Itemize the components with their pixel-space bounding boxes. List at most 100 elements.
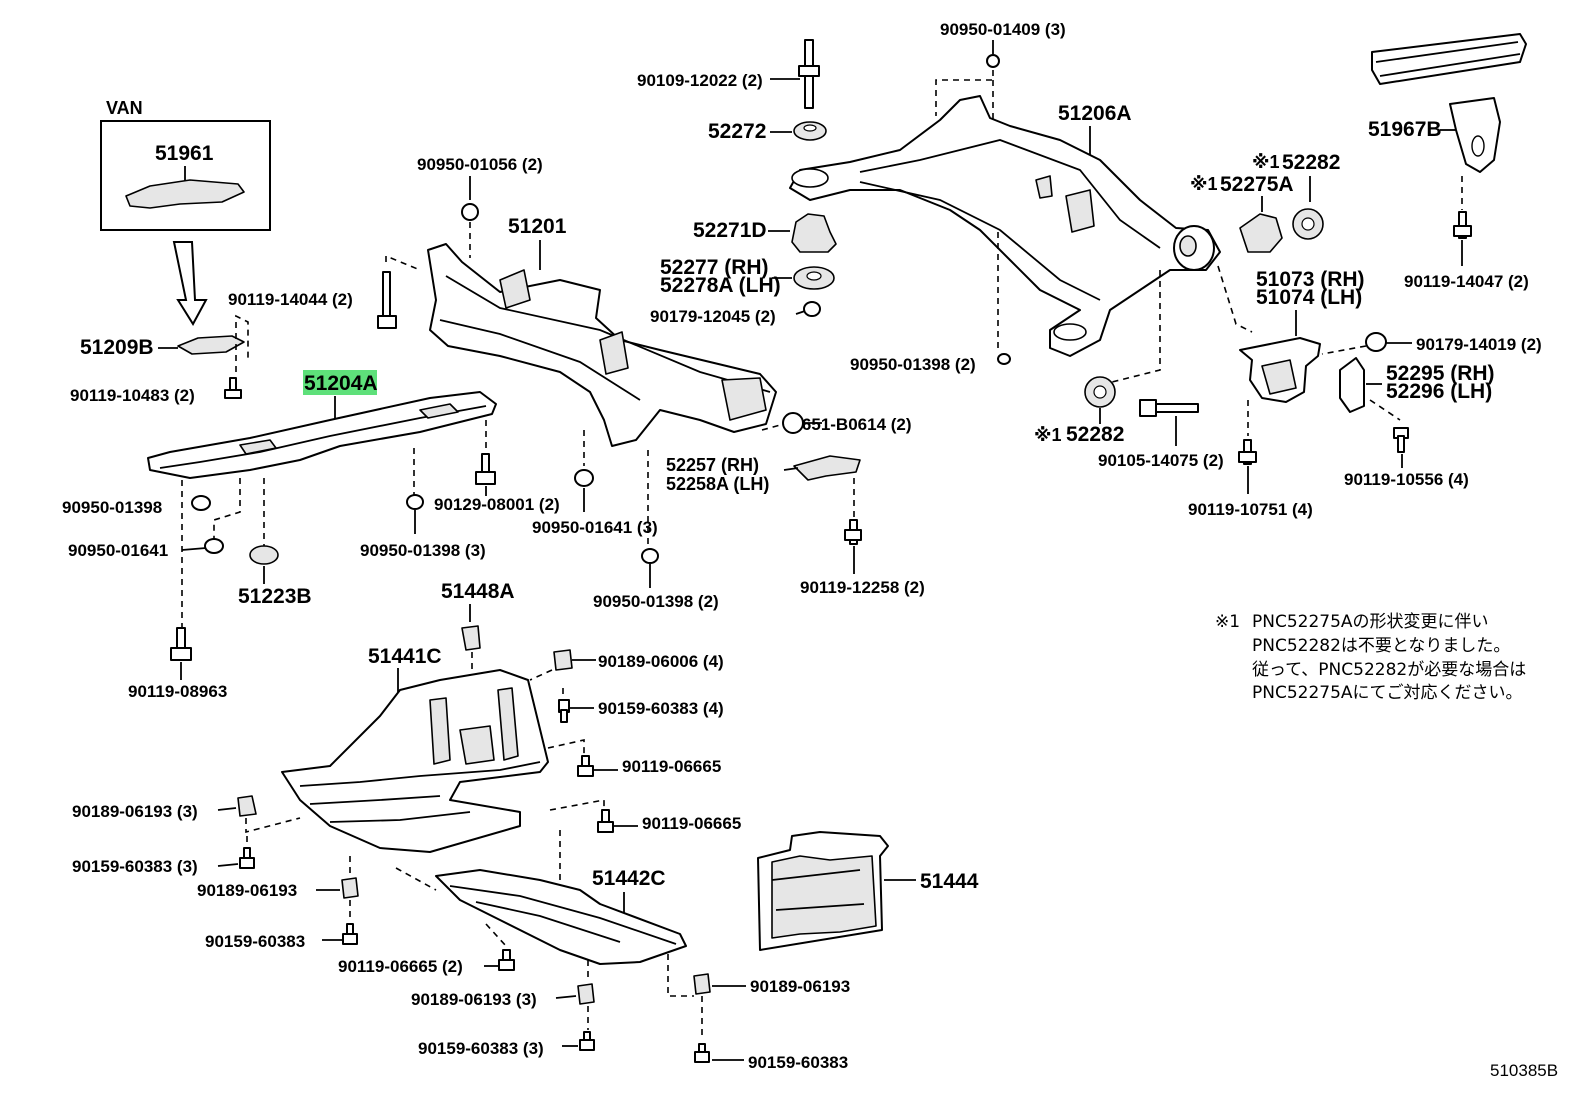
part-90179-14019-label[interactable]: 90179-14019 (2)	[1416, 335, 1542, 354]
nut-90950-01398-c	[406, 494, 424, 510]
part-90159-60383-d-label[interactable]: 90159-60383 (3)	[418, 1039, 544, 1058]
part-51967B-label[interactable]: 51967B	[1368, 118, 1442, 141]
part-51961-label[interactable]: 51961	[155, 142, 214, 165]
bolt-90119-14044	[377, 271, 397, 329]
part-51206A-shape	[789, 95, 1221, 357]
part-52295-label[interactable]: 52295 (RH)	[1386, 362, 1495, 385]
part-90950-01056-label[interactable]: 90950-01056 (2)	[417, 155, 543, 174]
part-51441C-shape	[281, 669, 549, 853]
bolt-90159-60383-b	[239, 847, 255, 869]
part-90189-06193-d-label[interactable]: 90189-06193	[750, 977, 850, 996]
part-90119-08963-label[interactable]: 90119-08963	[128, 682, 227, 701]
part-90159-60383-c-label[interactable]: 90159-60383	[205, 932, 305, 951]
note-line2: PNC52282は不要となりました。	[1252, 636, 1510, 656]
part-91651-B0614-label[interactable]: 91651-B0614 (2)	[783, 415, 912, 434]
part-51442C-label[interactable]: 51442C	[592, 867, 666, 890]
part-51209B-label[interactable]: 51209B	[80, 336, 154, 359]
part-51967B-shape	[1449, 97, 1501, 173]
part-52282-top-label[interactable]: 52282	[1282, 151, 1340, 174]
part-52271D-label[interactable]: 52271D	[693, 219, 767, 242]
part-90950-01641-b-label[interactable]: 90950-01641	[68, 541, 168, 560]
part-52296-label[interactable]: 52296 (LH)	[1386, 380, 1492, 403]
part-90179-12045-label[interactable]: 90179-12045 (2)	[650, 307, 776, 326]
part-90189-06006-label[interactable]: 90189-06006 (4)	[598, 652, 724, 671]
diagram-code: 510385B	[1490, 1061, 1558, 1080]
part-90129-08001-label[interactable]: 90129-08001 (2)	[434, 495, 560, 514]
part-90950-01398-c-label[interactable]: 90950-01398 (3)	[360, 541, 486, 560]
clip-91651-B0614	[782, 412, 804, 434]
part-51448A-label[interactable]: 51448A	[441, 580, 515, 603]
part-90119-06665-b-label[interactable]: 90119-06665	[642, 814, 741, 833]
nut-90950-01409	[986, 54, 1000, 68]
part-51209B-shape	[177, 335, 245, 355]
part-52277-label[interactable]: 52277 (RH)	[660, 256, 769, 279]
van-label: VAN	[106, 98, 143, 118]
part-90159-60383-a-label[interactable]: 90159-60383 (4)	[598, 699, 724, 718]
part-51074-label[interactable]: 51074 (LH)	[1256, 286, 1362, 309]
part-52295-shape	[1339, 357, 1365, 413]
part-51206A-label[interactable]: 51206A	[1058, 102, 1132, 125]
bolt-90119-08963	[170, 627, 192, 661]
part-51223B-label[interactable]: 51223B	[238, 585, 312, 608]
part-90189-06193-a-label[interactable]: 90189-06193 (3)	[72, 802, 198, 821]
nut-90950-01398-b	[191, 495, 211, 511]
nut-90950-01398-d	[641, 548, 659, 564]
clip-90189-06193-a	[237, 795, 257, 817]
part-51441C-label[interactable]: 51441C	[368, 645, 442, 668]
part-51444-label[interactable]: 51444	[920, 870, 979, 893]
part-52282-bottom-label[interactable]: 52282	[1066, 423, 1124, 446]
bolt-90159-60383-a	[558, 699, 570, 723]
part-90950-01398-a-label[interactable]: 90950-01398 (2)	[850, 355, 976, 374]
part-90950-01641-a-label[interactable]: 90950-01641 (3)	[532, 518, 658, 537]
part-90119-10751-label[interactable]: 90119-10751 (4)	[1188, 500, 1313, 519]
part-52272-label[interactable]: 52272	[708, 120, 766, 143]
part-52258A-label[interactable]: 52258A (LH)	[666, 474, 769, 494]
part-52275A-shape	[1239, 213, 1283, 253]
stud-90109-12022	[798, 39, 820, 109]
part-52275A-label[interactable]: 52275A	[1220, 173, 1294, 196]
bolt-90159-60383-d	[579, 1031, 595, 1051]
bolt-90119-06665-c	[498, 949, 515, 971]
part-90189-06193-b-label[interactable]: 90189-06193	[197, 881, 297, 900]
part-90119-10483-label[interactable]: 90119-10483 (2)	[70, 386, 195, 405]
part-51204A-label[interactable]: 51204A	[304, 372, 378, 395]
part-52257-label[interactable]: 52257 (RH)	[666, 455, 759, 475]
nut-90950-01398-a	[997, 353, 1011, 365]
part-51201-label[interactable]: 51201	[508, 215, 567, 238]
part-90119-06665-a-label[interactable]: 90119-06665	[622, 757, 721, 776]
note-line4: PNC52275Aにてご対応ください。	[1252, 683, 1523, 703]
part-90105-14075-label[interactable]: 90105-14075 (2)	[1098, 451, 1224, 470]
part-90119-10556-label[interactable]: 90119-10556 (4)	[1344, 470, 1469, 489]
bolt-90159-60383-c	[342, 923, 358, 945]
part-90950-01398-b-label[interactable]: 90950-01398	[62, 498, 162, 517]
part-51204A-highlight	[303, 370, 377, 395]
part-90189-06193-c-label[interactable]: 90189-06193 (3)	[411, 990, 537, 1009]
part-90119-06665-c-label[interactable]: 90119-06665 (2)	[338, 957, 463, 976]
clip-90189-06006	[553, 649, 573, 671]
bolt-90119-06665-a	[577, 755, 594, 777]
bolt-90119-14047	[1453, 211, 1472, 239]
bolt-90129-08001	[475, 453, 496, 485]
part-90119-12258-label[interactable]: 90119-12258 (2)	[800, 578, 925, 597]
nut-90179-14019	[1365, 332, 1387, 352]
note-mark: ※1	[1215, 612, 1240, 632]
nut-90950-01641-a	[574, 469, 594, 487]
part-51073-label[interactable]: 51073 (RH)	[1256, 268, 1365, 291]
bolt-90105-14075	[1139, 399, 1199, 417]
part-90109-12022-label[interactable]: 90109-12022 (2)	[637, 71, 763, 90]
bolt-90119-10483	[224, 377, 242, 399]
part-90119-14044-label[interactable]: 90119-14044 (2)	[228, 290, 353, 309]
part-90159-60383-b-label[interactable]: 90159-60383 (3)	[72, 857, 198, 876]
nut-90179-12045	[803, 301, 821, 317]
part-90159-60383-e-label[interactable]: 90159-60383	[748, 1053, 848, 1072]
part-90119-14047-label[interactable]: 90119-14047 (2)	[1404, 272, 1529, 291]
part-90950-01409-label[interactable]: 90950-01409 (3)	[940, 20, 1066, 39]
bolt-90159-60383-e	[694, 1043, 710, 1063]
part-52278A-label[interactable]: 52278A (LH)	[660, 274, 781, 297]
bolt-90119-06665-b	[597, 809, 614, 833]
bolt-90119-12258	[844, 519, 862, 545]
clip-90189-06193-c	[577, 983, 595, 1005]
part-90950-01398-d-label[interactable]: 90950-01398 (2)	[593, 592, 719, 611]
